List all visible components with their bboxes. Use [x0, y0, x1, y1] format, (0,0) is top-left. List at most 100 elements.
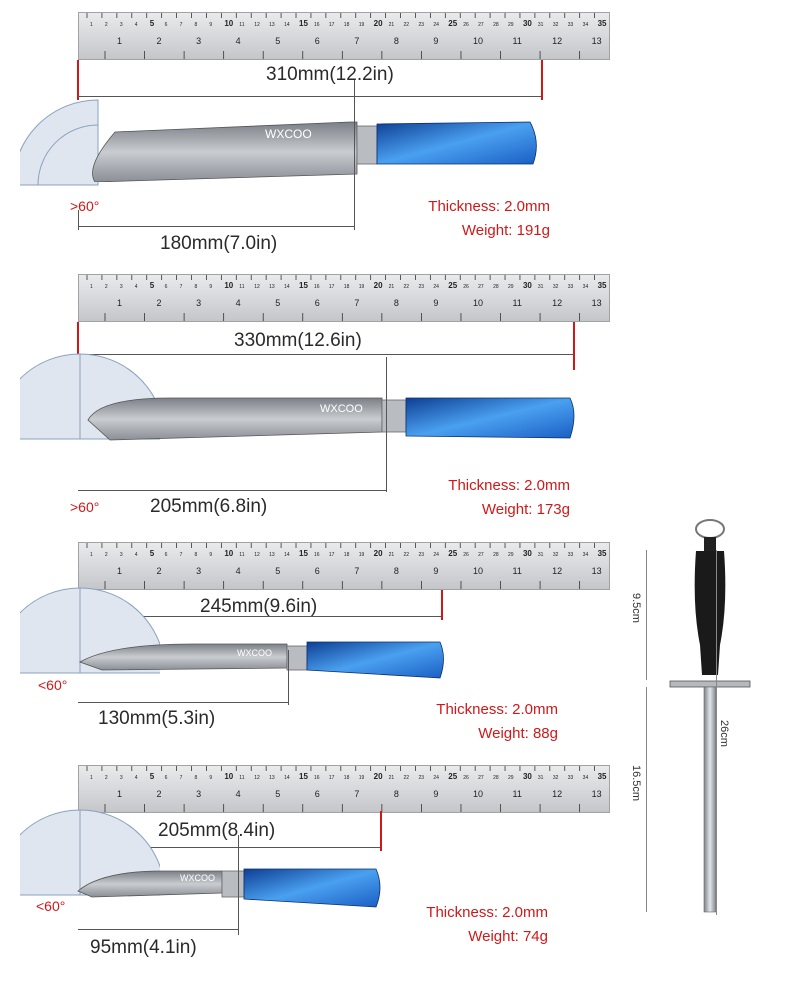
- ruler-inch-label: 11: [513, 36, 522, 46]
- ruler-cm-label: 23: [418, 284, 424, 290]
- ruler-inch-label: 13: [592, 298, 602, 308]
- ruler-inch-label: 10: [473, 36, 483, 46]
- rod-dim-line: [646, 687, 647, 912]
- ruler-cm-label: 2: [105, 775, 108, 781]
- ruler-cm-label: 8: [195, 775, 198, 781]
- ruler-cm-label: 31: [538, 552, 544, 558]
- ruler-cm-label: 10: [224, 281, 233, 290]
- ruler-cm-label: 30: [523, 19, 532, 28]
- ruler-inch-label: 13: [592, 36, 602, 46]
- ruler-inch-label: 4: [236, 789, 241, 799]
- ruler-cm-label: 21: [389, 284, 395, 290]
- ruler-cm-label: 17: [329, 284, 335, 290]
- ruler-inch-label: 5: [275, 298, 280, 308]
- angle-label: >60°: [70, 499, 100, 515]
- ruler-cm-label: 21: [389, 552, 395, 558]
- ruler-inch-label: 5: [275, 36, 280, 46]
- ruler-inch-label: 7: [354, 298, 359, 308]
- ruler-cm-label: 21: [389, 22, 395, 28]
- ruler-cm-label: 26: [463, 552, 469, 558]
- blade-end-marker: [354, 80, 355, 230]
- ruler-cm-label: 31: [538, 22, 544, 28]
- ruler-cm-label: 32: [553, 284, 559, 290]
- ruler-inch-label: 2: [157, 36, 162, 46]
- ruler-inch-label: 8: [394, 298, 399, 308]
- ruler-cm-label: 28: [493, 284, 499, 290]
- ruler-cm-label: 8: [195, 22, 198, 28]
- ruler-inch-label: 2: [157, 566, 162, 576]
- ruler-cm-label: 34: [583, 284, 589, 290]
- ruler-cm-label: 23: [418, 775, 424, 781]
- ruler-cm-label: 1: [90, 552, 93, 558]
- weight-label: Weight: 74g: [468, 928, 548, 945]
- ruler-cm-label: 7: [180, 22, 183, 28]
- dim-end-marker: [573, 322, 575, 370]
- ruler-cm-label: 2: [105, 284, 108, 290]
- handle-dim-line: [646, 550, 647, 680]
- ruler-cm-label: 19: [359, 22, 365, 28]
- ruler-cm-label: 4: [135, 284, 138, 290]
- ruler-cm-label: 11: [239, 22, 244, 28]
- ruler-inch-label: 9: [433, 566, 438, 576]
- thickness-label: Thickness: 2.0mm: [448, 477, 570, 494]
- ruler-cm-label: 6: [165, 284, 168, 290]
- ruler-inch-label: 3: [196, 566, 201, 576]
- ruler-cm-label: 33: [568, 552, 574, 558]
- ruler-cm-label: 14: [284, 552, 290, 558]
- ruler-cm-label: 12: [254, 284, 260, 290]
- angle-label: <60°: [38, 677, 68, 693]
- ruler-cm-label: 24: [433, 22, 439, 28]
- ruler-cm-label: 25: [448, 772, 457, 781]
- ruler-cm-label: 17: [329, 22, 335, 28]
- ruler-cm-label: 20: [374, 549, 383, 558]
- ruler-inch-label: 13: [592, 789, 602, 799]
- ruler-cm-label: 27: [478, 552, 484, 558]
- ruler-cm-label: 16: [314, 22, 320, 28]
- ruler-inch-label: 5: [275, 566, 280, 576]
- weight-label: Weight: 173g: [481, 501, 570, 518]
- ruler-cm-label: 8: [195, 552, 198, 558]
- ruler-cm-label: 16: [314, 775, 320, 781]
- ruler-cm-label: 22: [404, 22, 410, 28]
- ruler-inch-label: 4: [236, 566, 241, 576]
- ruler-inch-label: 6: [315, 566, 320, 576]
- ruler-inch-label: 12: [552, 36, 562, 46]
- brand-logo: WXCOO: [265, 127, 312, 141]
- ruler-cm-label: 33: [568, 22, 574, 28]
- ruler-inch-label: 10: [473, 789, 483, 799]
- ruler-inch-label: 9: [433, 789, 438, 799]
- ruler-inch-label: 8: [394, 36, 399, 46]
- brand-logo: WXCOO: [237, 648, 272, 658]
- ruler-cm-label: 13: [269, 22, 275, 28]
- ruler-cm-label: 13: [269, 775, 275, 781]
- ruler-cm-label: 9: [209, 22, 212, 28]
- ruler-cm-label: 15: [299, 281, 308, 290]
- ruler-inch-label: 3: [196, 789, 201, 799]
- ruler-cm-label: 20: [374, 19, 383, 28]
- ruler-cm-label: 28: [493, 22, 499, 28]
- ruler-inch-label: 1: [117, 566, 122, 576]
- rod-length-label: 16.5cm: [630, 765, 642, 802]
- ruler-inch-label: 12: [552, 789, 562, 799]
- ruler-inch-label: 7: [354, 36, 359, 46]
- protractor-graphic: [20, 809, 160, 896]
- ruler-inch-label: 11: [513, 789, 522, 799]
- ruler-inch-label: 7: [354, 566, 359, 576]
- knife-image: WXCOO: [79, 641, 444, 679]
- ruler-cm-label: 4: [135, 775, 138, 781]
- dim-end-marker: [441, 590, 443, 620]
- ruler-cm-label: 3: [120, 22, 123, 28]
- ruler-cm-label: 2: [105, 552, 108, 558]
- ruler-cm-label: 15: [299, 19, 308, 28]
- ruler-cm-label: 25: [448, 19, 457, 28]
- ruler-cm-label: 28: [493, 552, 499, 558]
- ruler-cm-label: 35: [598, 19, 607, 28]
- ruler-cm-label: 27: [478, 284, 484, 290]
- ruler-cm-label: 20: [374, 772, 383, 781]
- ruler-inch-label: 6: [315, 789, 320, 799]
- ruler-cm-label: 35: [598, 772, 607, 781]
- dim-end-marker: [541, 60, 543, 100]
- ruler-cm-label: 30: [523, 549, 532, 558]
